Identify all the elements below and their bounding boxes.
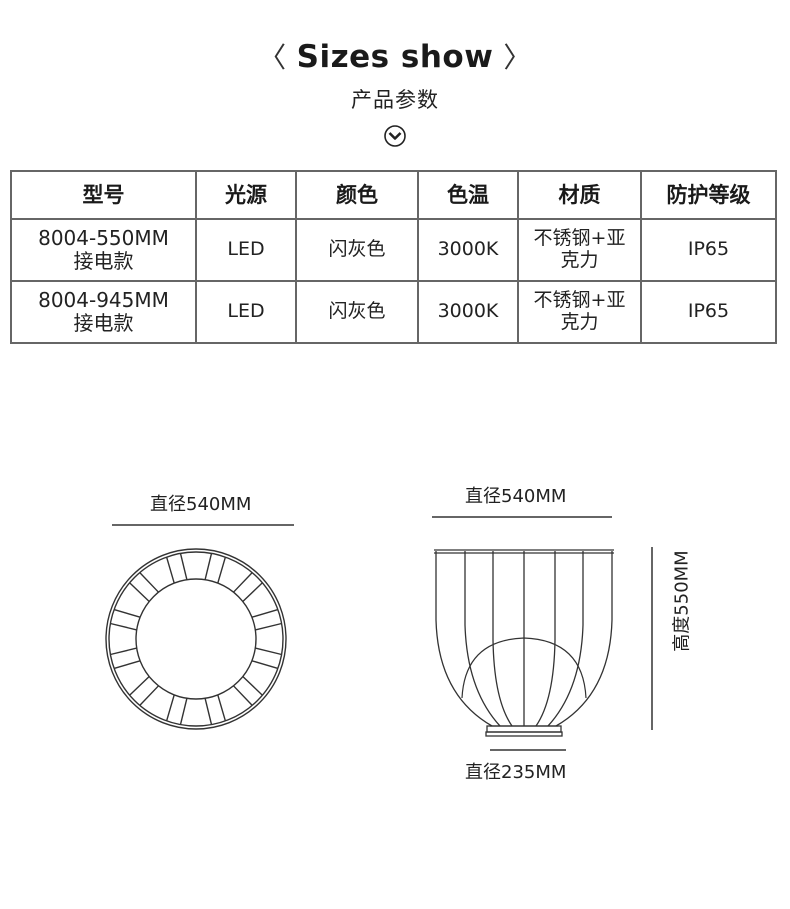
model-variant: 接电款 (73, 311, 134, 335)
top-view-slat (255, 622, 282, 631)
top-view-slat (251, 608, 279, 618)
page-header: 〈 Sizes show 〉 产品参数 (0, 36, 790, 152)
cell-color: 闪灰色 (295, 218, 419, 282)
model-variant: 接电款 (73, 249, 134, 273)
top-view-slat (232, 572, 253, 593)
cell-temp: 3000K (417, 280, 519, 344)
header-material: 材质 (517, 170, 642, 220)
top-view-slat (139, 572, 160, 593)
top-view-slat (217, 694, 227, 722)
cell-model: 8004-945MM 接电款 (10, 280, 197, 344)
lamp-side-view (434, 549, 614, 737)
top-view-slat (129, 675, 150, 696)
chevron-right-icon: 〉 (503, 41, 532, 74)
cell-model: 8004-550MM 接电款 (10, 218, 197, 282)
title-text: Sizes show (296, 39, 494, 75)
top-view-slat (165, 694, 175, 722)
top-view-slats (110, 553, 282, 725)
header-ip: 防护等级 (640, 170, 777, 220)
material-line-1: 不锈钢+亚 (533, 289, 626, 312)
dimension-diagram: 直径540MM 直径540MM 直径235MM 高度550MM (0, 460, 790, 820)
cell-color: 闪灰色 (295, 280, 419, 344)
header-color: 颜色 (295, 170, 419, 220)
top-view-slat (113, 608, 141, 618)
cell-temp: 3000K (417, 218, 519, 282)
lamp-top-view (105, 548, 287, 730)
cell-light: LED (195, 218, 297, 282)
top-view-diameter-label: 直径540MM (150, 494, 252, 515)
header-light: 光源 (195, 170, 297, 220)
top-view-slat (251, 660, 279, 670)
cell-material: 不锈钢+亚 克力 (517, 280, 642, 344)
table-header-row: 型号 光源 颜色 色温 材质 防护等级 (10, 170, 777, 220)
chevron-left-icon: 〈 (258, 41, 287, 74)
model-number: 8004-945MM (38, 288, 169, 312)
top-view-slat (165, 556, 175, 584)
section-subtitle: 产品参数 (351, 88, 439, 112)
top-view-slat (110, 647, 137, 656)
spec-table: 型号 光源 颜色 色温 材质 防护等级 8004-550MM 接电款 LED 闪… (10, 170, 777, 344)
top-view-slat (255, 647, 282, 656)
top-view-slat (179, 698, 188, 725)
top-view-slat (242, 675, 263, 696)
top-view-slat (139, 685, 160, 706)
cell-ip: IP65 (640, 280, 777, 344)
material-line-2: 克力 (560, 249, 599, 271)
top-view-slat (204, 553, 213, 580)
section-title: 〈 Sizes show 〉 (0, 36, 790, 76)
material-line-1: 不锈钢+亚 (533, 227, 626, 250)
table-row: 8004-945MM 接电款 LED 闪灰色 3000K 不锈钢+亚 克力 IP… (10, 280, 777, 344)
chevron-down-circle-icon[interactable] (383, 124, 407, 152)
cell-ip: IP65 (640, 218, 777, 282)
top-view-slat (232, 685, 253, 706)
header-temp: 色温 (417, 170, 519, 220)
side-view-diameter-label: 直径540MM (465, 486, 567, 507)
cell-material: 不锈钢+亚 克力 (517, 218, 642, 282)
top-view-slat (110, 622, 137, 631)
top-view-slat (129, 582, 150, 603)
cell-light: LED (195, 280, 297, 344)
top-view-slat (113, 660, 141, 670)
material-line-2: 克力 (560, 311, 599, 333)
header-model: 型号 (10, 170, 197, 220)
table-row: 8004-550MM 接电款 LED 闪灰色 3000K 不锈钢+亚 克力 IP… (10, 218, 777, 282)
top-view-slat (242, 582, 263, 603)
lamp-drawing (105, 516, 653, 751)
top-view-slat (217, 556, 227, 584)
top-view-slat (204, 698, 213, 725)
model-number: 8004-550MM (38, 226, 169, 250)
top-view-slat (179, 553, 188, 580)
base-diameter-label: 直径235MM (465, 762, 567, 783)
